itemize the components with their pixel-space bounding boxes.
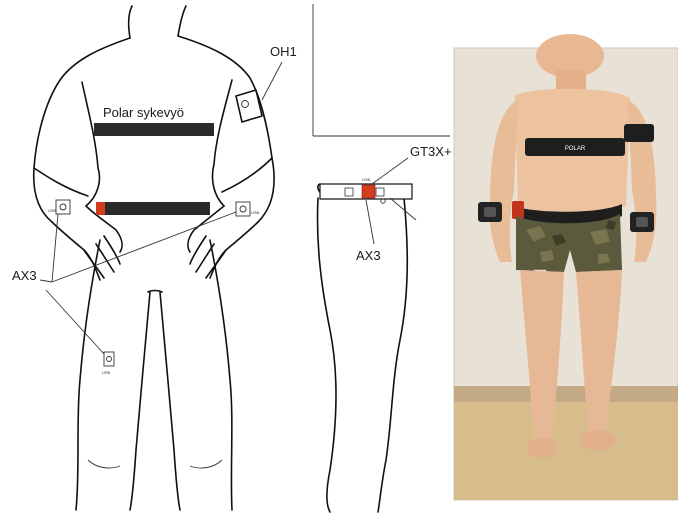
ax3-wrist-right: USB	[236, 202, 260, 216]
waist-belt-front	[96, 202, 210, 215]
gt3x-pointer-line	[372, 158, 408, 184]
ax3-side-pointer-line	[366, 200, 374, 244]
ax3-thigh: USB	[102, 352, 114, 375]
photo-chest-logo: POLAR	[565, 146, 586, 152]
ax3-wrist-left: USB	[48, 200, 70, 214]
gt3x-device-side	[362, 185, 375, 198]
ax3-front-label: AX3	[12, 268, 37, 283]
oh1-label: OH1	[270, 44, 297, 59]
photo-gt3x	[512, 201, 524, 219]
child-photo: POLAR	[454, 34, 678, 500]
front-body-drawing	[34, 6, 274, 510]
side-body-drawing	[318, 184, 408, 512]
ax3-side-label: AX3	[356, 248, 381, 263]
belt-label: Polar sykevyö	[103, 105, 184, 120]
svg-text:USB: USB	[102, 370, 111, 375]
chest-strap-front	[94, 123, 214, 136]
photo-arm-band	[624, 124, 654, 142]
ax3-pointer-lines	[40, 212, 236, 354]
usb-mark-side: USB	[362, 177, 371, 182]
oh1-pointer-line	[262, 62, 282, 100]
gt3x-label: GT3X+	[410, 144, 452, 159]
svg-text:USB: USB	[251, 210, 260, 215]
gt3x-device-front	[96, 202, 105, 215]
ax3-side-pointer-line-2	[390, 198, 416, 220]
svg-text:USB: USB	[48, 208, 57, 213]
